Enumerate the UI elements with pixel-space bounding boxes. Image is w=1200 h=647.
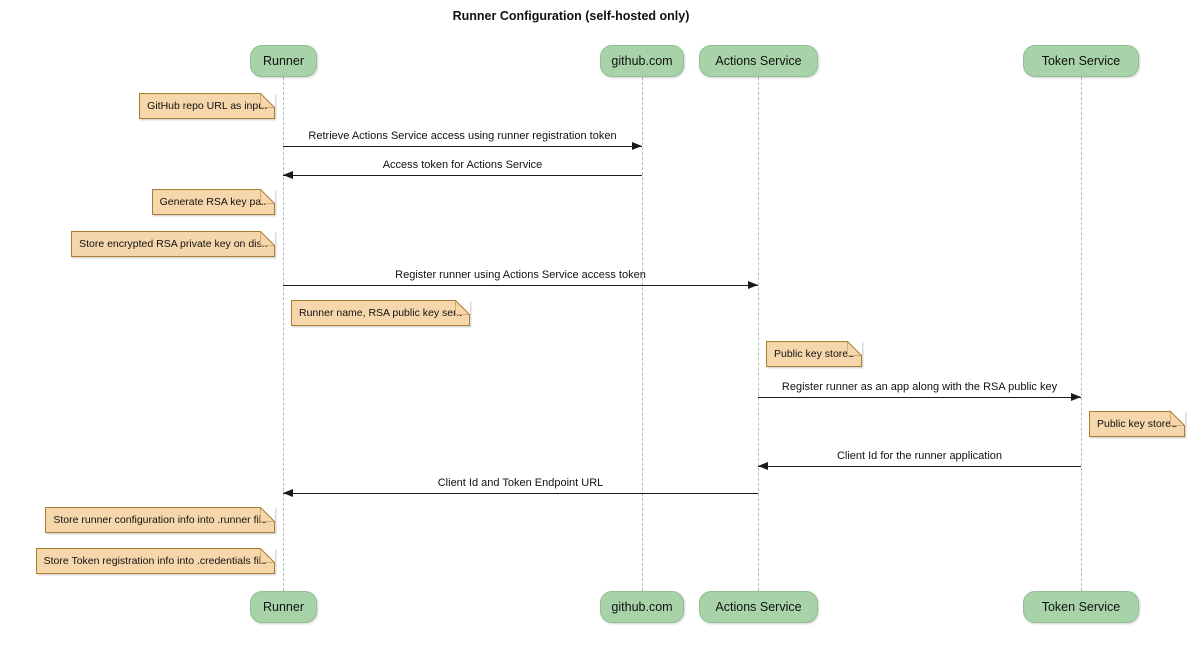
note-text: Store Token registration info into .cred…: [43, 555, 267, 567]
participant-label: Token Service: [1041, 54, 1121, 68]
message-label: Access token for Actions Service: [382, 159, 543, 171]
note-text: Public key stored: [1097, 418, 1177, 430]
participant-label: Runner: [263, 600, 304, 614]
note-fold-icon: [260, 93, 275, 108]
message-register-runner: Register runner using Actions Service ac…: [283, 268, 758, 289]
note-text: Runner name, RSA public key sent: [299, 307, 462, 319]
note-fold-icon: [260, 548, 275, 563]
note-text: Store runner configuration info into .ru…: [53, 514, 267, 526]
participant-box-github-top: github.com: [600, 45, 684, 77]
lifeline-github: [642, 77, 643, 591]
note-text: GitHub repo URL as input: [147, 100, 267, 112]
participant-box-actions-service-bottom: Actions Service: [699, 591, 818, 623]
diagram-title: Runner Configuration (self-hosted only): [452, 9, 690, 23]
message-label: Register runner as an app along with the…: [781, 381, 1058, 393]
arrowhead-right-icon: [632, 142, 642, 150]
participant-box-token-service-top: Token Service: [1023, 45, 1139, 77]
participant-label: Runner: [263, 54, 304, 68]
arrowhead-left-icon: [283, 171, 293, 179]
participant-box-github-bottom: github.com: [600, 591, 684, 623]
message-label: Register runner using Actions Service ac…: [395, 269, 646, 281]
participant-box-token-service-bottom: Token Service: [1023, 591, 1139, 623]
note-runner-name-public-key-sent: Runner name, RSA public key sent: [291, 300, 470, 326]
note-store-token-registration: Store Token registration info into .cred…: [35, 548, 275, 574]
message-line: [758, 393, 1081, 401]
participant-label: Actions Service: [715, 54, 802, 68]
note-text: Generate RSA key pair: [159, 196, 267, 208]
note-store-encrypted-rsa-private-key: Store encrypted RSA private key on disk: [71, 231, 275, 257]
message-line: [283, 281, 758, 289]
participant-label: github.com: [611, 54, 673, 68]
message-access-token-for-actions-service: Access token for Actions Service: [283, 158, 642, 179]
message-register-runner-as-app: Register runner as an app along with the…: [758, 380, 1081, 401]
note-fold-icon: [260, 507, 275, 522]
note-fold-icon: [454, 300, 470, 315]
note-public-key-stored-token: Public key stored: [1089, 411, 1185, 437]
note-generate-rsa-key-pair: Generate RSA key pair: [151, 189, 275, 215]
note-fold-icon: [260, 231, 275, 246]
arrowhead-left-icon: [283, 489, 293, 497]
message-retrieve-actions-service-access: Retrieve Actions Service access using ru…: [283, 129, 642, 150]
participant-box-runner-top: Runner: [250, 45, 317, 77]
message-line: [758, 462, 1081, 470]
message-line: [283, 142, 642, 150]
message-client-id-and-token-endpoint-url: Client Id and Token Endpoint URL: [283, 476, 758, 497]
note-github-repo-url: GitHub repo URL as input: [139, 93, 275, 119]
message-label: Client Id and Token Endpoint URL: [437, 477, 604, 489]
arrowhead-right-icon: [1071, 393, 1081, 401]
participant-box-runner-bottom: Runner: [250, 591, 317, 623]
message-line: [283, 489, 758, 497]
message-label: Client Id for the runner application: [836, 450, 1003, 462]
lifeline-token-service: [1081, 77, 1082, 591]
lifeline-runner: [283, 77, 284, 591]
participant-label: Actions Service: [715, 600, 802, 614]
participant-label: github.com: [611, 600, 673, 614]
note-text: Store encrypted RSA private key on disk: [79, 238, 267, 250]
note-text: Public key stored: [774, 348, 854, 360]
note-store-runner-configuration: Store runner configuration info into .ru…: [45, 507, 275, 533]
arrowhead-left-icon: [758, 462, 768, 470]
message-line: [283, 171, 642, 179]
note-fold-icon: [260, 189, 275, 204]
arrowhead-right-icon: [748, 281, 758, 289]
participant-box-actions-service-top: Actions Service: [699, 45, 818, 77]
message-client-id-for-runner-application: Client Id for the runner application: [758, 449, 1081, 470]
message-label: Retrieve Actions Service access using ru…: [308, 130, 617, 142]
participant-label: Token Service: [1041, 600, 1121, 614]
note-public-key-stored-actions: Public key stored: [766, 341, 862, 367]
note-fold-icon: [1169, 411, 1185, 426]
note-fold-icon: [846, 341, 862, 356]
lifeline-actions-service: [758, 77, 759, 591]
